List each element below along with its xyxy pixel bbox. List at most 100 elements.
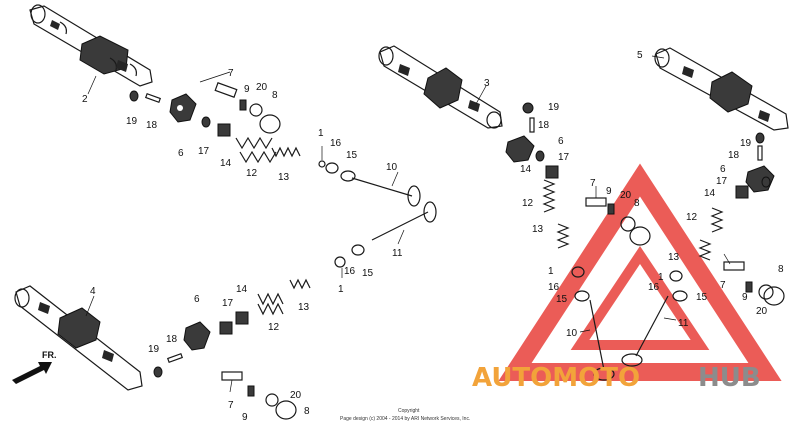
callout-18-c: 18 xyxy=(538,120,550,131)
callout-6-a: 6 xyxy=(178,148,184,159)
callout-13-a: 13 xyxy=(278,172,290,183)
valve-10-lower[interactable] xyxy=(589,299,615,381)
callout-4: 4 xyxy=(90,286,96,297)
callout-1-d: 1 xyxy=(658,272,664,283)
callout-12-a: 12 xyxy=(246,168,258,179)
callout-18-b: 18 xyxy=(166,334,178,345)
callout-9-c: 9 xyxy=(606,186,612,197)
callout-20-d: 20 xyxy=(756,306,768,317)
callout-17-c: 17 xyxy=(558,152,570,163)
callout-20-b: 20 xyxy=(290,390,302,401)
callout-19-d: 19 xyxy=(740,138,752,149)
valve-spring-13-bottom[interactable] xyxy=(289,278,311,290)
callout-8-b: 8 xyxy=(304,406,310,417)
callout-5-top: 5 xyxy=(637,50,643,61)
callout-6-c: 6 xyxy=(558,136,564,147)
small-parts xyxy=(129,90,771,378)
front-direction-arrow-icon: FR. xyxy=(12,350,57,384)
callout-14-a: 14 xyxy=(220,158,232,169)
callout-11-a: 11 xyxy=(392,248,403,259)
adjuster-set-bottom[interactable] xyxy=(221,371,297,420)
callout-15-b: 15 xyxy=(362,268,374,279)
watermark-logo-icon xyxy=(498,163,782,381)
valve-11-lower[interactable] xyxy=(621,295,669,367)
rocker-arm-6-center[interactable] xyxy=(505,135,535,163)
leader-lines xyxy=(85,55,731,393)
copyright-line-2: Page design (c) 2004 - 2014 by ARI Netwo… xyxy=(340,416,470,422)
callout-10-b: 10 xyxy=(566,328,578,339)
callout-9-a: 9 xyxy=(244,84,250,95)
callout-19-c: 19 xyxy=(548,102,560,113)
callout-17-a: 17 xyxy=(198,146,210,157)
callout-9-d: 9 xyxy=(742,292,748,303)
callout-13-b: 13 xyxy=(298,302,310,313)
callout-6-b: 6 xyxy=(194,294,200,305)
callout-18-d: 18 xyxy=(728,150,740,161)
camshaft-5[interactable] xyxy=(654,47,789,131)
rocker-arm-6-right[interactable] xyxy=(745,165,775,193)
callout-2: 2 xyxy=(82,94,88,105)
callout-numbers: 2 3 5 4 7 9 20 8 19 18 6 17 14 12 13 1 1… xyxy=(82,50,784,423)
callout-14-c: 14 xyxy=(520,164,532,175)
callout-16-b: 16 xyxy=(344,266,356,277)
callout-14-d: 14 xyxy=(704,188,716,199)
callout-10-a: 10 xyxy=(386,162,398,173)
callout-17-d: 17 xyxy=(716,176,728,187)
callout-17-b: 17 xyxy=(222,298,234,309)
valve-spring-12-right[interactable] xyxy=(710,207,724,233)
valve-10-upper[interactable] xyxy=(351,177,421,207)
callout-8-d: 8 xyxy=(778,264,784,275)
callout-13-d: 13 xyxy=(668,252,680,263)
callout-1-b: 1 xyxy=(338,284,344,295)
callout-7-d: 7 xyxy=(720,280,726,291)
callout-13-c: 13 xyxy=(532,224,544,235)
valve-spring-12-left[interactable] xyxy=(235,136,277,164)
valve-spring-12-center[interactable] xyxy=(542,179,556,213)
callout-7-a: 7 xyxy=(228,68,234,79)
copyright-notice: Copyright Page design (c) 2004 - 2014 by… xyxy=(340,408,470,422)
rocker-arm-6-top-left[interactable] xyxy=(169,93,197,123)
valve-spring-13-right[interactable] xyxy=(698,239,712,261)
watermark-word-automoto: AUTOMOTO xyxy=(472,363,640,393)
watermark-word-hub: HUB xyxy=(698,363,761,393)
callout-9-b: 9 xyxy=(242,412,248,423)
camshaft-2[interactable] xyxy=(29,4,153,87)
callout-18-a: 18 xyxy=(146,120,158,131)
camshaft-3[interactable] xyxy=(378,45,503,129)
copyright-line-1: Copyright xyxy=(398,408,420,414)
callout-11-b: 11 xyxy=(678,318,689,329)
callout-16-a: 16 xyxy=(330,138,342,149)
callout-8-a: 8 xyxy=(272,90,278,101)
callout-8-c: 8 xyxy=(634,198,640,209)
callout-14-b: 14 xyxy=(236,284,248,295)
callout-19-b: 19 xyxy=(148,344,160,355)
callout-1-c: 1 xyxy=(548,266,554,277)
callout-15-d: 15 xyxy=(696,292,708,303)
callout-12-b: 12 xyxy=(268,322,280,333)
callout-3: 3 xyxy=(484,78,490,89)
callout-20-a: 20 xyxy=(256,82,268,93)
callout-19-a: 19 xyxy=(126,116,138,127)
callout-20-c: 20 xyxy=(620,190,632,201)
adjuster-set-right[interactable] xyxy=(723,261,785,306)
valve-spring-13-center[interactable] xyxy=(556,223,570,249)
rocker-arm-6-bottom[interactable] xyxy=(183,321,211,351)
callout-6-d: 6 xyxy=(720,164,726,175)
camshaft-4[interactable] xyxy=(14,285,143,391)
watermark-text: AUTOMOTO HUB xyxy=(472,363,761,393)
callout-7-c: 7 xyxy=(590,178,596,189)
valve-11-upper[interactable] xyxy=(371,201,437,241)
callout-12-d: 12 xyxy=(686,212,698,223)
front-label: FR. xyxy=(42,350,57,360)
valve-spring-12-bottom[interactable] xyxy=(257,292,284,316)
callout-16-c: 16 xyxy=(548,282,560,293)
callout-7-b: 7 xyxy=(228,400,234,411)
callout-1-a: 1 xyxy=(318,128,324,139)
callout-16-d: 16 xyxy=(648,282,660,293)
adjuster-set-top-left[interactable] xyxy=(214,82,281,134)
valve-spring-13-left[interactable] xyxy=(271,146,301,158)
callout-15-c: 15 xyxy=(556,294,568,305)
callout-12-c: 12 xyxy=(522,198,534,209)
